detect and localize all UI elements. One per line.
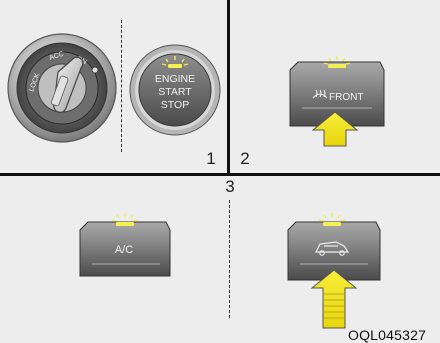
figure-code: OQL045327 [348, 327, 426, 343]
